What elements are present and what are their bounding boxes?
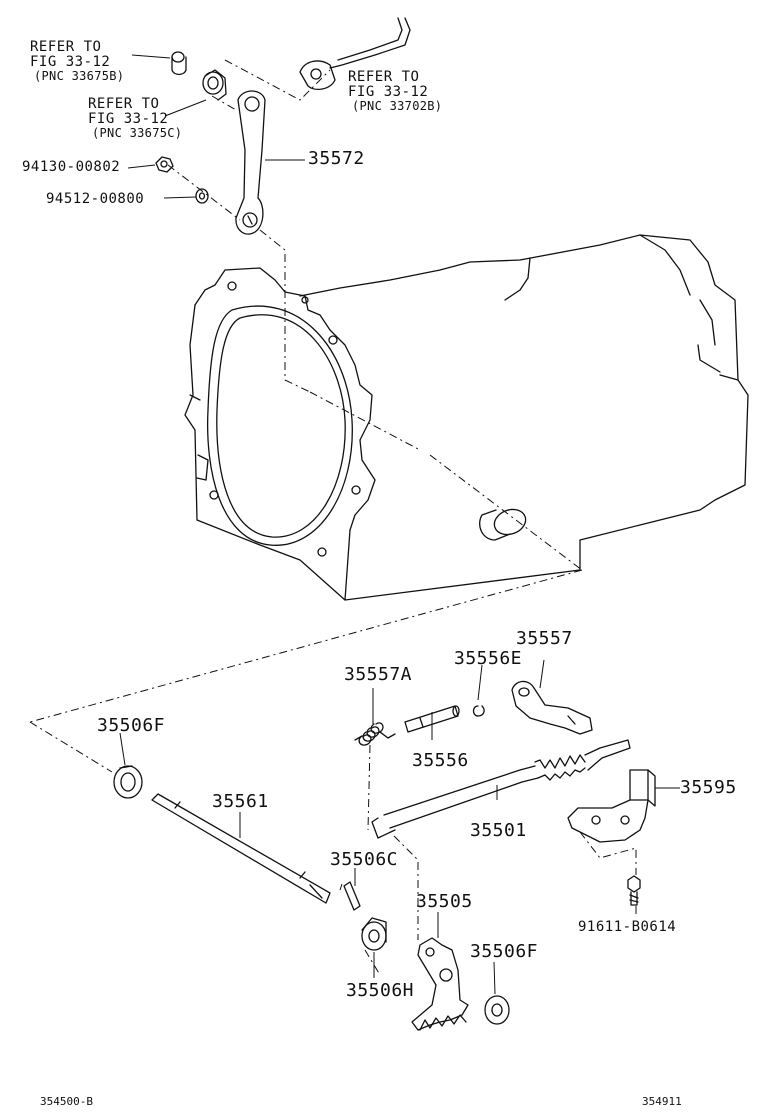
- pin-35556: [404, 705, 460, 733]
- lever-35572: [235, 90, 266, 235]
- part-label-35557: 35557: [516, 628, 573, 649]
- shaft-35561: [151, 793, 331, 904]
- bracket-35595: [567, 769, 656, 843]
- part-label-94512-00800: 94512-00800: [46, 191, 145, 207]
- part-label-35505: 35505: [416, 891, 473, 912]
- part-label-91611-b0614: 91611-B0614: [578, 919, 677, 935]
- refer-label-33675c-line1: REFER TO: [88, 96, 160, 112]
- cable-end-33702b: [299, 17, 411, 91]
- pin-35506c: [343, 881, 361, 911]
- bushing-35506h: [361, 917, 387, 951]
- refer-label-33702b-line1: REFER TO: [348, 69, 420, 85]
- part-label-35506f-upper: 35506F: [97, 715, 166, 736]
- bolt-91611: [627, 875, 641, 906]
- refer-label-33675c-line3: (PNC 33675C): [92, 126, 183, 140]
- figure-code-left: 354500-B: [40, 1095, 93, 1108]
- part-label-35572: 35572: [308, 148, 365, 169]
- sector-35505: [411, 937, 469, 1031]
- part-label-35506c: 35506C: [330, 849, 399, 870]
- refer-label-33702b-line3: (PNC 33702B): [352, 99, 443, 113]
- refer-label-33675c-line2: FIG 33-12: [88, 111, 169, 127]
- washer-94512: [195, 188, 209, 204]
- part-label-35557a: 35557A: [344, 664, 413, 685]
- refer-label-33675b-line2: FIG 33-12: [30, 54, 111, 70]
- seal-35506f-left: [113, 765, 143, 799]
- transmission-housing: [184, 234, 749, 601]
- figure-code-right: 354911: [642, 1095, 682, 1108]
- bushing-33675b: [171, 51, 187, 76]
- part-label-35506f-lower: 35506F: [470, 941, 539, 962]
- part-label-35556: 35556: [412, 750, 469, 771]
- part-label-94130-00802: 94130-00802: [22, 159, 121, 175]
- part-label-35501: 35501: [470, 820, 527, 841]
- part-label-35561: 35561: [212, 791, 269, 812]
- lever-35557: [511, 680, 593, 735]
- part-label-35595: 35595: [680, 777, 737, 798]
- rod-35501: [371, 739, 631, 839]
- part-label-35506h: 35506H: [346, 980, 415, 1001]
- bushing-33675c: [202, 69, 227, 101]
- refer-label-33702b-line2: FIG 33-12: [348, 84, 429, 100]
- clip-35556e: [472, 705, 485, 717]
- seal-35506f-right: [484, 995, 510, 1025]
- refer-label-33675b-line1: REFER TO: [30, 39, 102, 55]
- spring-35557a: [354, 722, 396, 746]
- part-label-35556e: 35556E: [454, 648, 523, 669]
- refer-label-33675b-line3: (PNC 33675B): [34, 69, 125, 83]
- nut-94130: [155, 156, 174, 173]
